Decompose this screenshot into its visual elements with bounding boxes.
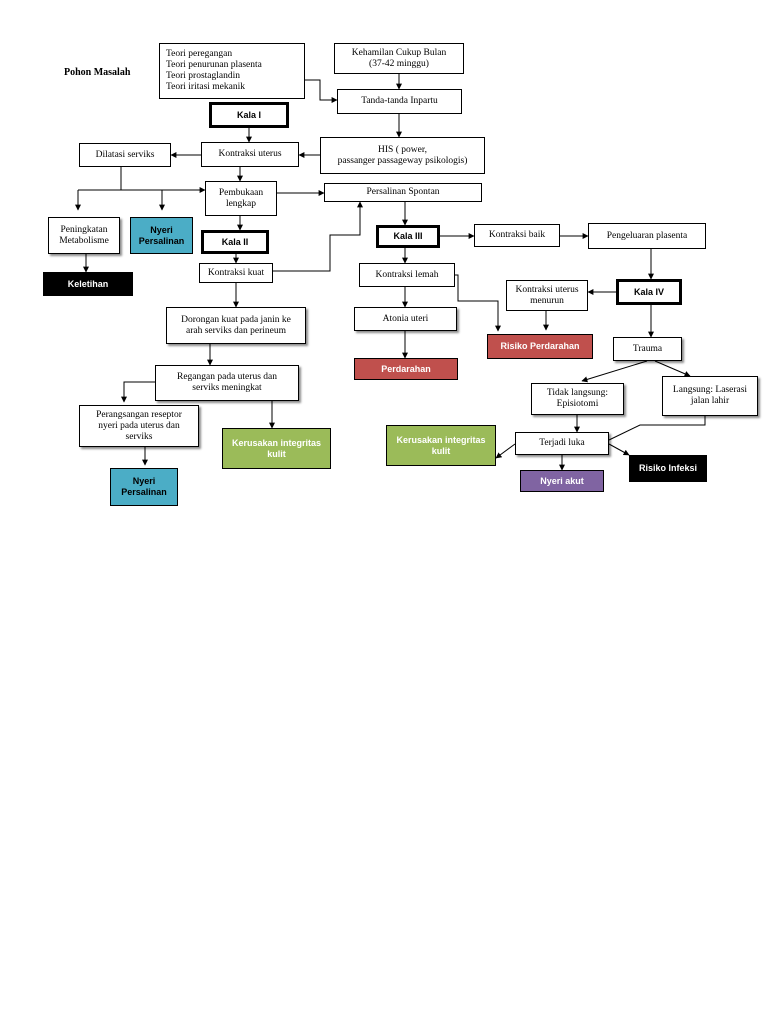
node-risiko-perdarahan: Risiko Perdarahan (487, 334, 593, 359)
node-kala-1: Kala I (209, 102, 289, 128)
arrow-luka-to-infeksi (608, 443, 630, 456)
arrow-regangan-to-perangsangan (121, 381, 155, 403)
node-persalinan-spontan: Persalinan Spontan (324, 183, 482, 202)
node-kehamilan: Kehamilan Cukup Bulan (37-42 minggu) (334, 43, 464, 74)
node-tanda-inpartu: Tanda-tanda Inpartu (337, 89, 462, 114)
node-kala-2: Kala II (201, 230, 269, 254)
node-nyeri-persalinan-1: Nyeri Persalinan (130, 217, 193, 254)
arrow-kontraksi-lemah-to-risiko (455, 274, 501, 332)
node-nyeri-persalinan-2: Nyeri Persalinan (110, 468, 178, 506)
node-regangan: Regangan pada uterus dan serviks meningk… (155, 365, 299, 401)
arrow-teori-to-tanda (305, 79, 338, 103)
node-terjadi-luka: Terjadi luka (515, 432, 609, 455)
node-kontraksi-uterus-menurun: Kontraksi uterus menurun (506, 280, 588, 311)
node-kala-4: Kala IV (616, 279, 682, 305)
node-kerusakan-integritas-kulit-2: Kerusakan integritas kulit (386, 425, 496, 466)
node-pengeluaran-plasenta: Pengeluaran plasenta (588, 223, 706, 249)
arrow-langsung-to-luka (608, 416, 706, 441)
arrow-kontraksi-kuat-to-persalinan (273, 201, 363, 272)
arrow-trauma-to-tidak-langsung (581, 360, 648, 383)
node-peningkatan-metabolisme: Peningkatan Metabolisme (48, 217, 120, 254)
node-risiko-infeksi: Risiko Infeksi (629, 455, 707, 482)
node-kala-3: Kala III (376, 225, 440, 248)
node-atonia-uteri: Atonia uteri (354, 307, 457, 331)
node-langsung-laserasi: Langsung: Laserasi jalan lahir (662, 376, 758, 416)
node-keletihan: Keletihan (43, 272, 133, 296)
node-pembukaan-lengkap: Pembukaan lengkap (205, 181, 277, 216)
node-perangsangan-reseptor: Perangsangan reseptor nyeri pada uterus … (79, 405, 199, 447)
node-tidak-langsung-episiotomi: Tidak langsung: Episiotomi (531, 383, 624, 415)
arrow-luka-to-kerusakan2 (495, 443, 516, 459)
node-teori: Teori peregangan Teori penurunan plasent… (159, 43, 305, 99)
arrow-trauma-to-langsung (654, 360, 691, 377)
node-his: HIS ( power, passanger passageway psikol… (320, 137, 485, 174)
node-kontraksi-lemah: Kontraksi lemah (359, 263, 455, 287)
diagram-title: Pohon Masalah (64, 67, 131, 78)
node-kontraksi-baik: Kontraksi baik (474, 224, 560, 247)
node-trauma: Trauma (613, 337, 682, 361)
node-kerusakan-integritas-kulit-1: Kerusakan integritas kulit (222, 428, 331, 469)
